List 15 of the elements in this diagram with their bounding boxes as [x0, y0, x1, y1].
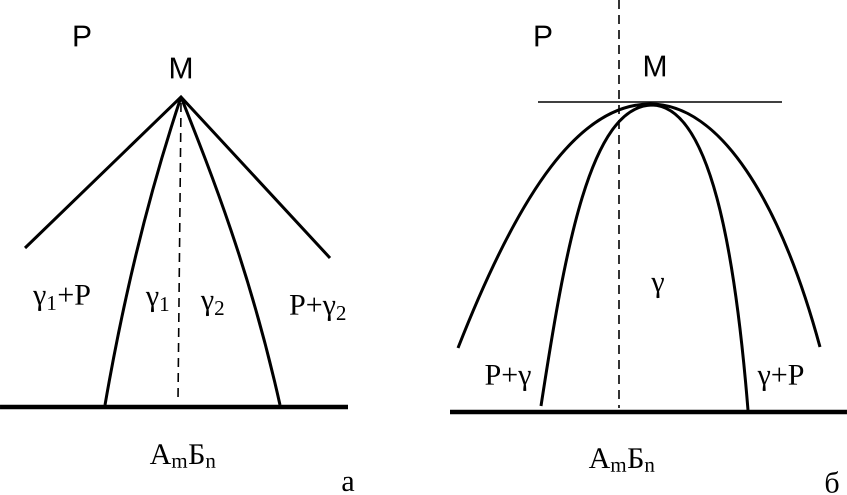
- region-label: γ$_{1}$+Р: [33, 284, 90, 311]
- compound-label: А$_{m}$Б$_{n}$: [588, 448, 655, 472]
- region-label: γ$_{1}$: [146, 292, 168, 312]
- panel-label: б: [826, 471, 838, 493]
- region-label: Р+γ: [485, 364, 531, 391]
- panel-label: а: [342, 476, 354, 492]
- region-label: γ$_{2}$: [200, 296, 224, 316]
- point-label: М: [644, 56, 666, 76]
- point-label: М: [170, 58, 192, 78]
- region-label: γ: [651, 278, 664, 298]
- phase-label: Р: [535, 26, 552, 46]
- compound-label: А$_{m}$Б$_{n}$: [150, 444, 216, 468]
- region-label: γ+Р: [758, 364, 804, 391]
- phase-label: Р: [74, 26, 90, 46]
- region-label: Р+γ$_{2}$: [290, 294, 346, 321]
